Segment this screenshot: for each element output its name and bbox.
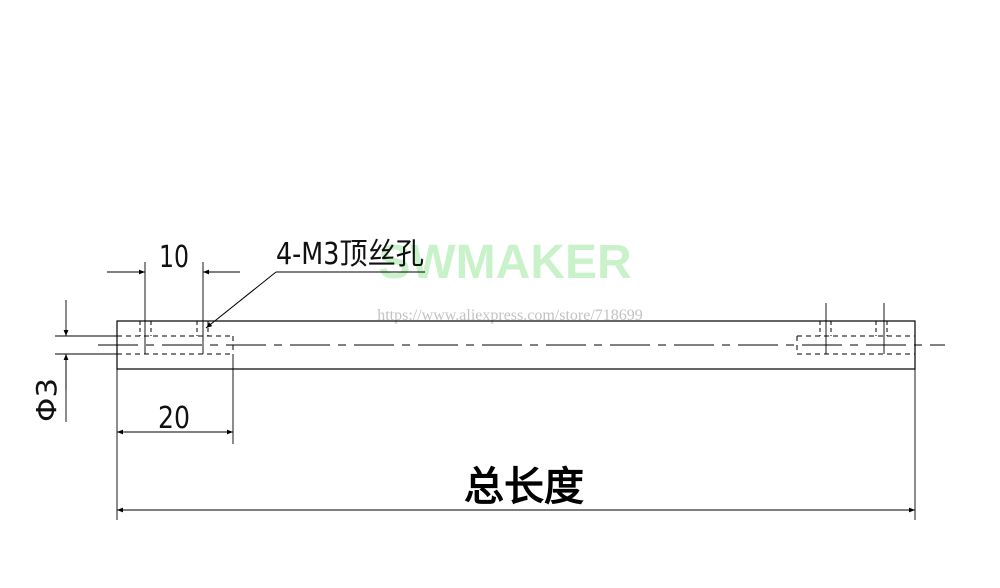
dimension-10 [107,262,240,354]
right-bore [796,335,915,355]
left-screw-holes [139,321,209,336]
dimension-diameter [55,300,117,422]
hole-note-leader [205,271,425,329]
dimension-20 [116,354,234,520]
hole-note-label: 4-M3顶丝孔 [276,237,424,272]
dim-label-20: 20 [158,401,190,436]
dim-label-total-length: 总长度 [464,464,584,510]
dim-label-diameter: Φ3 [30,378,63,422]
right-screw-holes [819,321,888,336]
left-bore [117,335,234,355]
right-extension-marks [825,303,885,354]
dimension-total-length [117,369,916,520]
watermark-url: https://www.aliexpress.com/store/718699 [377,307,643,324]
watermark-brand: SWMAKER [378,236,631,289]
dim-label-10: 10 [159,240,189,275]
